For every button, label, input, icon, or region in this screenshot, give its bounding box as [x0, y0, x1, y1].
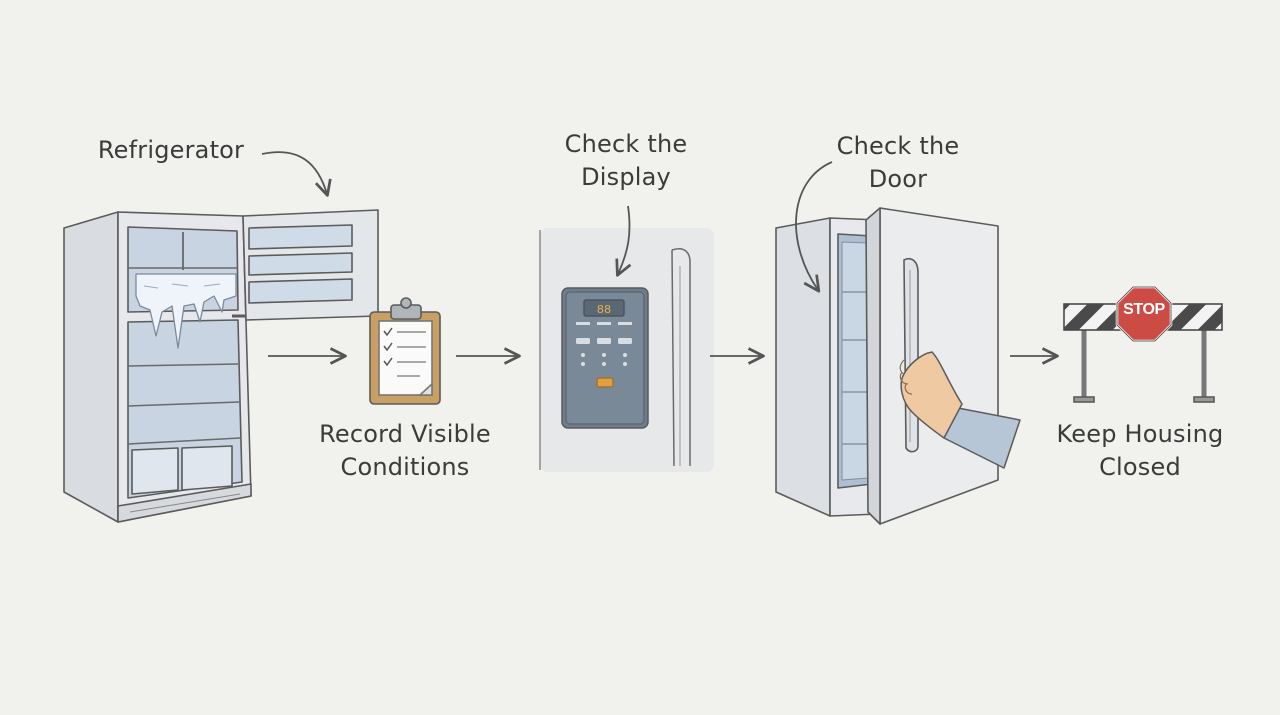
- step-label-door: Check the Door: [822, 130, 974, 196]
- step-label-refrigerator: Refrigerator: [96, 134, 246, 167]
- stop-barrier-icon: [1063, 285, 1223, 403]
- arrow-icon: [795, 161, 833, 293]
- label-line: Record Visible: [319, 420, 491, 448]
- label-line: Refrigerator: [97, 136, 245, 164]
- stop-sign-text: STOP: [1123, 301, 1165, 318]
- refrigerator-icon: [63, 209, 379, 523]
- clipboard-icon: [369, 297, 441, 405]
- arrow-icon: [615, 205, 632, 277]
- label-line: Closed: [1099, 453, 1181, 482]
- step-label-record: Record Visible Conditions: [305, 418, 505, 484]
- step-label-display: Check the Display: [550, 128, 702, 194]
- label-line: Check the: [564, 130, 688, 158]
- label-line: Door: [868, 165, 928, 194]
- svg-text:88: 88: [597, 303, 611, 317]
- label-line: Check the: [836, 132, 960, 160]
- label-line: Display: [581, 163, 671, 192]
- step-label-housing: Keep Housing Closed: [1040, 418, 1240, 484]
- label-line: Conditions: [340, 453, 470, 482]
- label-line: Keep Housing: [1056, 420, 1224, 448]
- arrow-icon: [261, 151, 332, 197]
- control-panel-icon: 88: [539, 228, 714, 472]
- hand-icon: [899, 351, 1021, 469]
- fridge-door-icon: [775, 207, 999, 525]
